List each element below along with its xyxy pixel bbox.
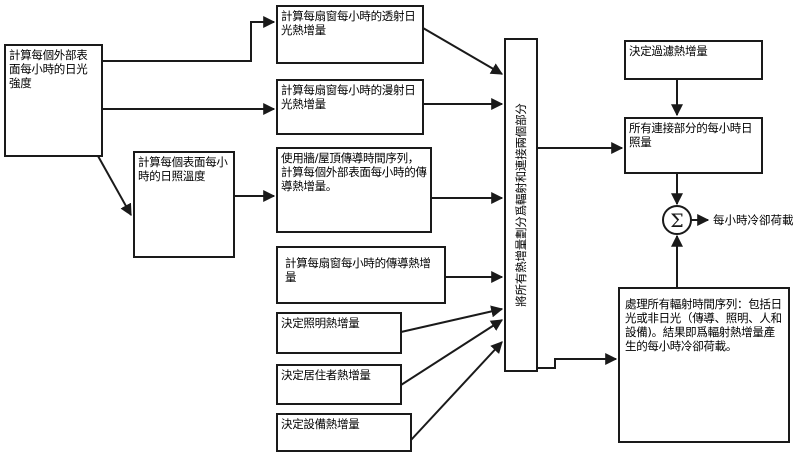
node-solar-intensity: 計算每個外部表面每小時的日光強度 bbox=[4, 44, 103, 157]
node-split-bar: 將所有熱增量劃分爲輻射和連接兩個部分 bbox=[504, 38, 538, 372]
output-label: 每小時冷卻荷載 bbox=[713, 213, 794, 227]
sum-symbol: Σ bbox=[670, 210, 683, 232]
edge-transmitted-to-bar bbox=[422, 27, 504, 75]
node-occupants: 決定居住者熱增量 bbox=[276, 364, 402, 405]
node-lighting-label: 決定照明熱增量 bbox=[281, 316, 360, 330]
node-infiltration: 決定過濾熱增量 bbox=[624, 40, 763, 80]
node-window-conduction: 計算每扇窗每小時的傳導熱增量 bbox=[276, 246, 446, 304]
node-occupants-label: 決定居住者熱增量 bbox=[281, 368, 371, 382]
edge-solar-to-solair bbox=[97, 155, 132, 217]
node-wall-roof-conduction: 使用牆/屋頂傳導時間序列，計算每個外部表面每小時的傳導熱增量。 bbox=[276, 147, 432, 233]
node-window-conduction-label: 計算每扇窗每小時的傳導熱增量 bbox=[285, 256, 431, 284]
node-window-transmitted: 計算每扇窗每小時的透射日光熱增量 bbox=[276, 5, 424, 64]
node-convective-total-label: 所有連接部分的每小時日照量 bbox=[629, 121, 753, 149]
node-split-bar-label: 將所有熱增量劃分爲輻射和連接兩個部分 bbox=[514, 103, 528, 307]
node-window-transmitted-label: 計算每扇窗每小時的透射日光熱增量 bbox=[281, 9, 416, 37]
node-convective-total: 所有連接部分的每小時日照量 bbox=[624, 117, 763, 174]
node-window-diffuse-label: 計算每扇窗每小時的漫射日光熱增量 bbox=[281, 83, 416, 111]
node-sol-air-temperature-label: 計算每個表面每小時的日照溫度 bbox=[138, 155, 228, 183]
edge-occupants-to-bar bbox=[400, 319, 504, 386]
node-solar-intensity-label: 計算每個外部表面每小時的日光強度 bbox=[9, 48, 88, 90]
edge-lighting-to-bar bbox=[400, 305, 504, 333]
edge-solar-to-transmitted bbox=[102, 16, 276, 62]
node-equipment: 決定設備熱增量 bbox=[276, 413, 412, 452]
node-lighting: 決定照明熱增量 bbox=[276, 312, 402, 354]
node-infiltration-label: 決定過濾熱增量 bbox=[629, 44, 708, 58]
node-equipment-label: 決定設備熱增量 bbox=[281, 417, 360, 431]
node-sol-air-temperature: 計算每個表面每小時的日照溫度 bbox=[133, 151, 235, 258]
node-wall-roof-conduction-label: 使用牆/屋頂傳導時間序列，計算每個外部表面每小時的傳導熱增量。 bbox=[281, 151, 427, 193]
node-radiant-processing-label: 處理所有輻射時間序列：包括日光或非日光（傳導、照明、人和設備)。結果即爲輻射熱增… bbox=[625, 297, 782, 353]
edge-bar-to-radiant bbox=[537, 353, 618, 369]
sum-node-circle bbox=[662, 205, 692, 235]
node-radiant-processing: 處理所有輻射時間序列：包括日光或非日光（傳導、照明、人和設備)。結果即爲輻射熱增… bbox=[618, 287, 790, 443]
node-window-diffuse: 計算每扇窗每小時的漫射日光熱增量 bbox=[276, 79, 424, 135]
edge-equipment-to-bar bbox=[410, 341, 503, 441]
